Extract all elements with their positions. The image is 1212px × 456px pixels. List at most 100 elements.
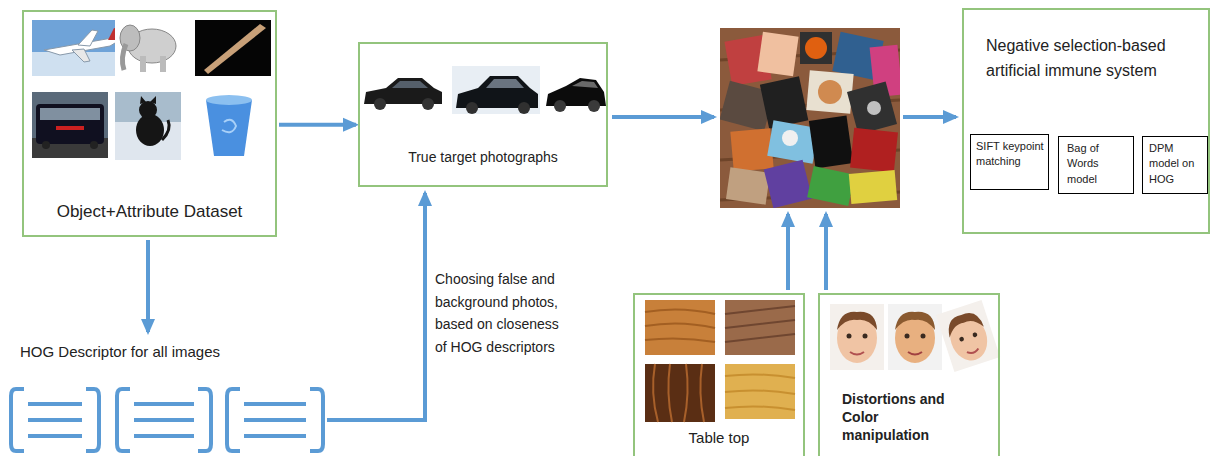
collage-photo bbox=[818, 80, 842, 104]
descriptor-bracket bbox=[11, 389, 323, 451]
descriptor-bracket bbox=[86, 389, 99, 451]
face-photo bbox=[972, 332, 978, 338]
wood-photo bbox=[725, 364, 795, 419]
face-photo bbox=[908, 352, 922, 355]
face-photo bbox=[888, 304, 942, 370]
table-top-box: Table top bbox=[633, 293, 805, 456]
face-photo bbox=[921, 334, 926, 339]
face-photo bbox=[830, 304, 884, 370]
descriptor-bracket bbox=[134, 404, 194, 436]
car-photo bbox=[364, 78, 442, 110]
bus-photo bbox=[56, 126, 84, 130]
face-photo bbox=[936, 300, 1000, 372]
method-box: SIFT keypoint matching bbox=[970, 134, 1049, 190]
face-photo bbox=[936, 300, 1000, 372]
collage-photo bbox=[807, 166, 855, 206]
wood-photo bbox=[653, 364, 704, 422]
wood-photo bbox=[645, 364, 715, 422]
cup-photo bbox=[195, 92, 263, 162]
wood-photo bbox=[725, 364, 795, 419]
flow-arrow bbox=[146, 240, 150, 332]
bus-photo bbox=[32, 92, 108, 158]
collage-photo bbox=[730, 128, 773, 171]
flow-arrow bbox=[903, 115, 956, 119]
node-text: Table top bbox=[635, 429, 803, 447]
bat-photo bbox=[195, 20, 271, 76]
face-photo bbox=[850, 352, 864, 355]
collage-photo bbox=[757, 32, 798, 77]
method-box: Bag of Words model bbox=[1058, 136, 1134, 194]
wood-photo bbox=[725, 300, 795, 355]
collage-photo bbox=[800, 32, 832, 64]
flow-arrow bbox=[824, 214, 828, 290]
collage-photo bbox=[806, 70, 853, 114]
flow-arrow bbox=[327, 193, 425, 420]
car-photo bbox=[518, 102, 530, 114]
airplane-photo bbox=[72, 49, 90, 62]
bus-photo bbox=[32, 92, 108, 158]
bus-photo bbox=[36, 104, 104, 144]
bat-photo bbox=[195, 20, 271, 76]
car-photo bbox=[452, 66, 540, 114]
face-photo bbox=[837, 312, 877, 330]
node-text: Negative selection-based artificial immu… bbox=[986, 34, 1201, 84]
descriptor-bracket bbox=[28, 404, 82, 436]
face-photo bbox=[888, 304, 942, 370]
node-text: Object+Attribute Dataset bbox=[24, 202, 275, 222]
collage-photo bbox=[760, 76, 808, 128]
node-text: SIFT keypoint matching bbox=[976, 139, 1044, 170]
collage-photo bbox=[867, 101, 881, 115]
face-photo bbox=[967, 348, 979, 354]
flow-arrow bbox=[148, 117, 956, 420]
bus-photo bbox=[42, 141, 50, 149]
node-text: True target photographs bbox=[360, 149, 606, 166]
descriptor-bracket bbox=[117, 389, 130, 451]
face-photo bbox=[905, 334, 910, 339]
distortion-box: Distortions and Color manipulation bbox=[818, 293, 1000, 456]
node-text: Bag of Words model bbox=[1067, 141, 1129, 187]
descriptor-bracket bbox=[310, 389, 323, 451]
collage-photo bbox=[726, 167, 770, 204]
car-photo bbox=[546, 78, 606, 112]
collage-photo bbox=[782, 130, 798, 146]
cat-photo bbox=[140, 96, 156, 104]
collage-photo bbox=[850, 128, 898, 172]
cup-photo bbox=[206, 95, 252, 105]
cup-photo bbox=[195, 92, 263, 162]
node-text: DPM model on HOG bbox=[1149, 141, 1205, 187]
descriptor-bracket bbox=[11, 389, 24, 451]
cup-photo bbox=[222, 120, 236, 133]
elephant-photo bbox=[160, 56, 166, 72]
car-photo bbox=[422, 98, 434, 110]
collage-photo bbox=[720, 28, 900, 208]
descriptor-heading: HOG Descriptor for all images bbox=[20, 343, 320, 361]
car-photo bbox=[588, 100, 600, 112]
collage-photo bbox=[805, 37, 827, 59]
collage-photo bbox=[809, 116, 853, 169]
car-photo bbox=[486, 79, 524, 88]
arrow-note: Choosing false and background photos, ba… bbox=[435, 268, 569, 359]
wood-photo bbox=[645, 364, 715, 422]
wood-photo bbox=[645, 300, 715, 355]
target-box: True target photographs bbox=[358, 42, 608, 187]
car-photo bbox=[554, 100, 566, 112]
descriptor-bracket bbox=[244, 404, 306, 436]
flow-arrow bbox=[612, 115, 714, 119]
dataset-box: Object+Attribute Dataset bbox=[22, 10, 277, 237]
cat-photo bbox=[139, 101, 157, 119]
car-photo bbox=[466, 102, 478, 114]
cat-photo bbox=[162, 120, 169, 140]
elephant-photo bbox=[140, 56, 146, 72]
bat-photo bbox=[204, 24, 266, 74]
wood-photo bbox=[725, 300, 795, 355]
face-photo bbox=[847, 334, 852, 339]
cat-photo bbox=[136, 114, 164, 146]
descriptor-bracket bbox=[227, 389, 240, 451]
collage-photo bbox=[847, 82, 897, 135]
wood-photo bbox=[725, 374, 795, 410]
descriptor-bracket bbox=[198, 389, 211, 451]
bus-photo bbox=[90, 141, 98, 149]
system-box: Negative selection-based artificial immu… bbox=[962, 8, 1210, 234]
flow-arrow bbox=[786, 214, 790, 290]
wood-photo bbox=[645, 309, 715, 342]
